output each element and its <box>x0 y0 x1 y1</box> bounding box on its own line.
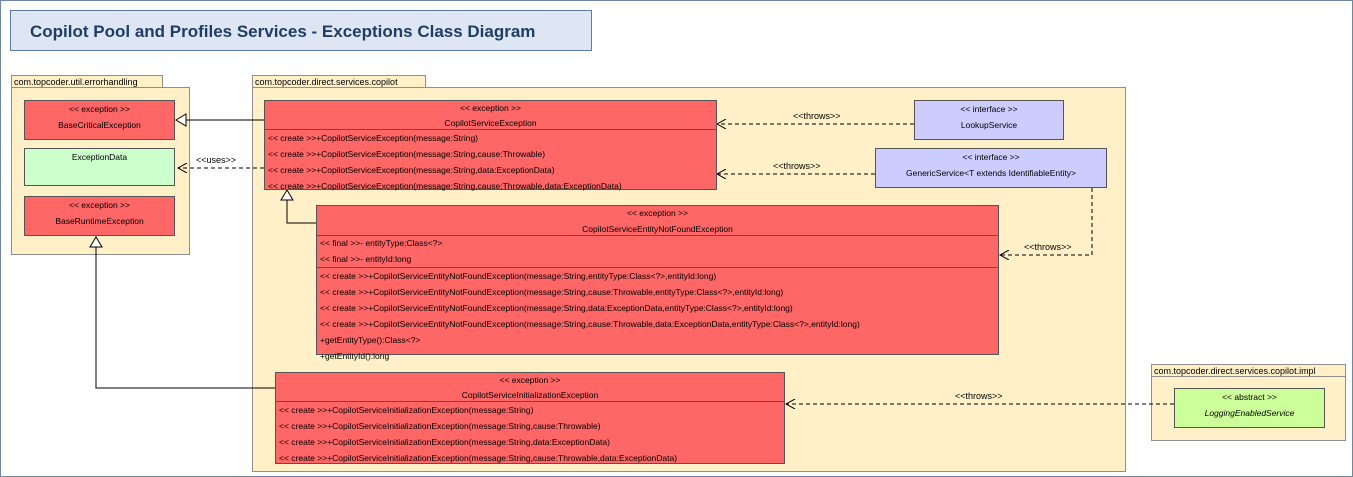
operation: << create >>+CopilotServiceInitializatio… <box>279 421 601 431</box>
stereotype: << exception >> <box>69 200 130 210</box>
class-base-runtime-exception: << exception >> BaseRuntimeException <box>24 196 175 236</box>
uses-label: <<uses>> <box>196 155 237 165</box>
class-initialization-exception: << exception >> CopilotServiceInitializa… <box>275 372 785 464</box>
inheritance-arrowhead <box>89 236 103 248</box>
operation: << create >>+CopilotServiceInitializatio… <box>279 437 610 447</box>
diagram-title: Copilot Pool and Profiles Services - Exc… <box>10 10 592 51</box>
attribute: << final >>- entityId:long <box>320 253 412 264</box>
operation: << create >>+CopilotServiceEntityNotFoun… <box>320 271 717 281</box>
stereotype: << interface >> <box>960 104 1018 114</box>
class-name: BaseRuntimeException <box>55 216 144 226</box>
class-name: GenericService<T extends IdentifiableEnt… <box>906 168 1076 178</box>
class-name: BaseCriticalException <box>58 120 141 130</box>
stereotype: << exception >> <box>627 208 688 218</box>
stereotype: << abstract >> <box>1222 392 1277 402</box>
package-tab-impl: com.topcoder.direct.services.copilot.imp… <box>1151 364 1346 377</box>
throws-label-logging: <<throws>> <box>955 391 1003 401</box>
interface-generic-service: << interface >> GenericService<T extends… <box>875 148 1107 188</box>
operation: << create >>+CopilotServiceException(mes… <box>268 149 546 159</box>
operation: << create >>+CopilotServiceEntityNotFoun… <box>320 303 793 313</box>
class-logging-enabled-service: << abstract >> LoggingEnabledService <box>1174 388 1325 428</box>
package-tab-errorhandling: com.topcoder.util.errorhandling <box>11 75 163 88</box>
throws-label-generic-entity: <<throws>> <box>1024 242 1072 252</box>
class-name: CopilotServiceEntityNotFoundException <box>582 224 733 234</box>
class-entity-not-found-exception: << exception >> CopilotServiceEntityNotF… <box>316 205 999 361</box>
operation: << create >>+CopilotServiceInitializatio… <box>279 453 678 463</box>
class-name: LoggingEnabledService <box>1204 408 1295 418</box>
package-tab-copilot: com.topcoder.direct.services.copilot <box>252 75 426 88</box>
class-name: LookupService <box>960 120 1018 130</box>
inheritance-arrowhead <box>175 113 187 127</box>
operation: +getEntityType():Class<?> <box>320 335 421 345</box>
class-exception-data: ExceptionData <box>24 148 175 186</box>
interface-lookup-service: << interface >> LookupService <box>914 100 1064 140</box>
throws-label-generic: <<throws>> <box>773 161 821 171</box>
operation: << create >>+CopilotServiceInitializatio… <box>279 405 534 415</box>
stereotype: << exception >> <box>69 104 130 114</box>
operation: << create >>+CopilotServiceException(mes… <box>268 133 479 143</box>
class-name: CopilotServiceException <box>444 118 537 128</box>
class-name: ExceptionData <box>71 152 128 162</box>
operation: +getEntityId():long <box>320 351 390 361</box>
generalization-copilot-exception <box>286 200 316 224</box>
operation: << create >>+CopilotServiceEntityNotFoun… <box>320 287 784 297</box>
stereotype: << interface >> <box>962 152 1020 162</box>
generalization-base-runtime <box>95 247 275 389</box>
operation: << create >>+CopilotServiceEntityNotFoun… <box>320 319 860 329</box>
attribute: << final >>- entityType:Class<?> <box>320 238 443 248</box>
class-name: CopilotServiceInitializationException <box>461 390 599 400</box>
operation: << create >>+CopilotServiceException(mes… <box>268 165 555 175</box>
throws-generic-entity <box>1000 188 1093 255</box>
throws-label-lookup: <<throws>> <box>793 111 841 121</box>
class-base-critical-exception: << exception >> BaseCriticalException <box>24 100 175 140</box>
inheritance-arrowhead <box>280 189 294 201</box>
operation: << create >>+CopilotServiceException(mes… <box>268 181 622 191</box>
stereotype: << exception >> <box>460 103 521 113</box>
stereotype: << exception >> <box>499 375 561 385</box>
class-copilot-service-exception: << exception >> CopilotServiceException … <box>264 100 717 191</box>
